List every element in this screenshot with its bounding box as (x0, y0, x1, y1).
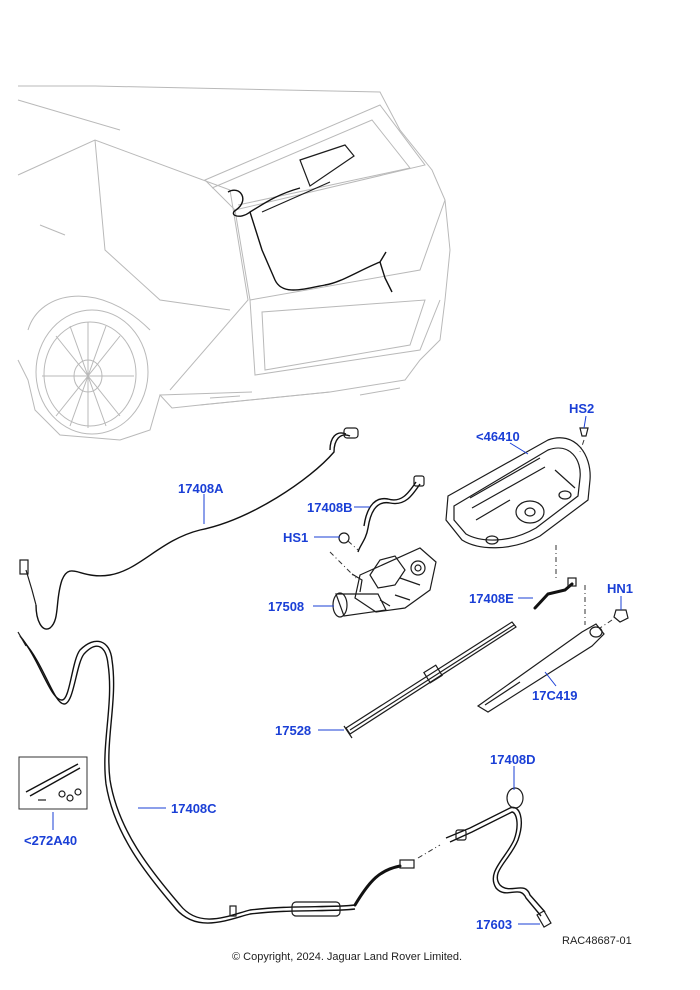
callout-272a40: <272A40 (24, 833, 77, 848)
wiper-cover-46410 (445, 437, 591, 549)
callout-46410: <46410 (476, 429, 520, 444)
callout-hs2: HS2 (569, 401, 594, 416)
callout-17603: 17603 (476, 917, 512, 932)
hose-17408e (533, 577, 577, 610)
callout-hs1: HS1 (283, 530, 308, 545)
leader-lines (52, 415, 622, 925)
screw-hs2 (579, 427, 589, 437)
callout-17408c: 17408C (171, 801, 217, 816)
vehicle-washer-hose-route (227, 144, 393, 293)
kit-272a40-inset (18, 756, 88, 810)
hose-17408d (445, 787, 552, 928)
hose-17408c (17, 631, 415, 924)
callout-17c419: 17C419 (532, 688, 578, 703)
copyright-notice: © Copyright, 2024. Jaguar Land Rover Lim… (232, 951, 462, 963)
wiper-arm-17c419 (476, 623, 605, 713)
callout-17528: 17528 (275, 723, 311, 738)
callout-17408e: 17408E (469, 591, 514, 606)
reference-code: RAC48687-01 (562, 935, 632, 947)
callout-17508: 17508 (268, 599, 304, 614)
wiper-motor-17508 (332, 547, 437, 618)
clip-hs1 (338, 532, 350, 544)
vehicle-outline (17, 85, 451, 441)
wiper-blade-17528 (343, 621, 517, 739)
callout-hn1: HN1 (607, 581, 633, 596)
hose-17408a (19, 427, 359, 630)
hose-17408b (357, 475, 425, 553)
callout-17408a: 17408A (178, 481, 224, 496)
callout-17408d: 17408D (490, 752, 536, 767)
callout-17408b: 17408B (307, 500, 353, 515)
nut-hn1 (613, 609, 629, 623)
